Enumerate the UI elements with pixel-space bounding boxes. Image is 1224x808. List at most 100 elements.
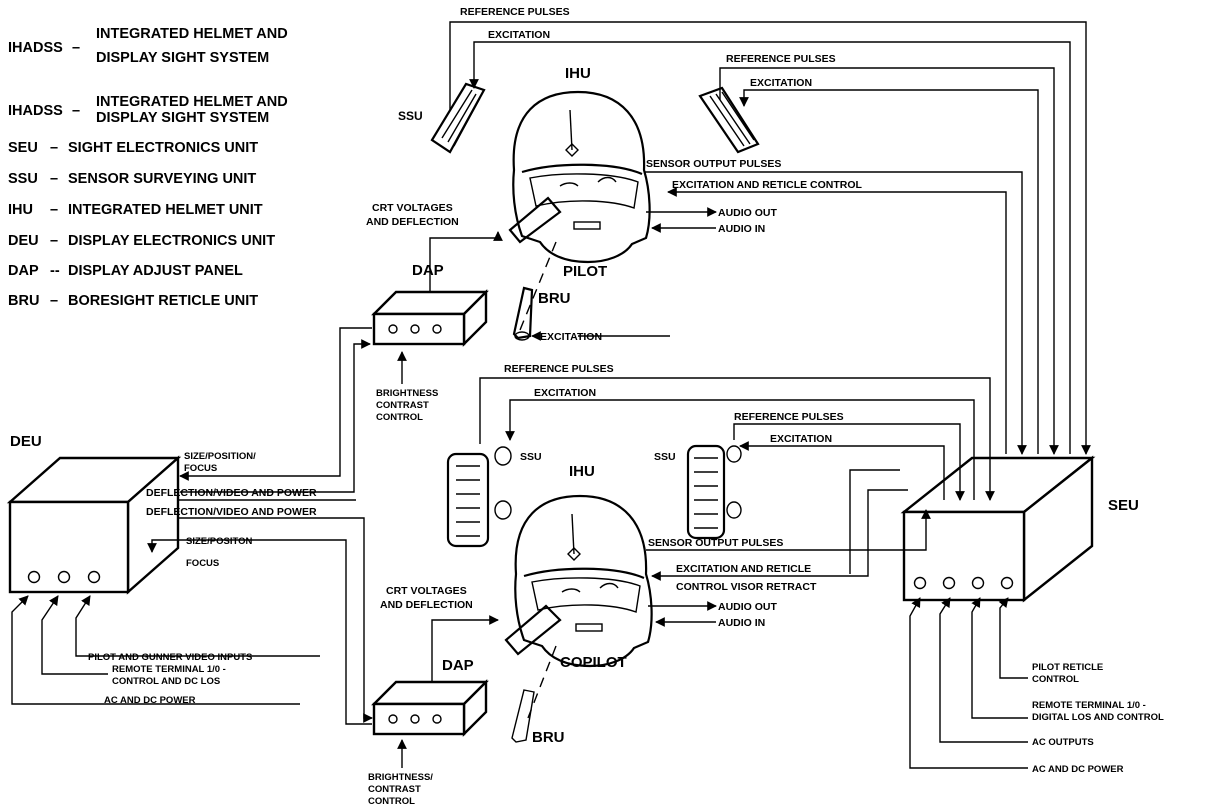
legend-sep: – bbox=[50, 233, 58, 249]
ssu-copilot-right: SSU bbox=[654, 444, 742, 540]
legend-abbr: DEU bbox=[8, 233, 39, 249]
bru-copilot: BRU bbox=[511, 645, 565, 746]
signal-label: REMOTE TERMINAL 1/0 - bbox=[112, 664, 226, 675]
legend-text: DISPLAY SIGHT SYSTEM bbox=[96, 110, 269, 126]
signal-label: CONTROL bbox=[376, 412, 423, 423]
legend-text: INTEGRATED HELMET AND bbox=[96, 94, 288, 110]
pilot-helmet: IHU PILOT bbox=[508, 65, 651, 280]
legend-abbr: DAP bbox=[8, 263, 39, 279]
legend-sep: -- bbox=[50, 263, 60, 279]
copilot-ihu-label: IHU bbox=[569, 463, 595, 480]
pilot-ihu-label: IHU bbox=[565, 65, 591, 82]
signal-label: CONTROL bbox=[1032, 674, 1079, 685]
legend-abbr: SSU bbox=[8, 171, 38, 187]
copilot-signal-lines bbox=[479, 377, 995, 627]
signal-label: SIZE/POSITION/ bbox=[184, 451, 256, 462]
signal-label: AND DEFLECTION bbox=[380, 599, 473, 611]
signal-label: EXCITATION bbox=[750, 77, 812, 89]
signal-label: EXCITATION bbox=[488, 29, 550, 41]
signal-label: REFERENCE PULSES bbox=[504, 363, 614, 375]
copilot-label: COPILOT bbox=[560, 654, 627, 671]
signal-label: CONTRAST bbox=[368, 784, 421, 795]
signal-label: DIGITAL LOS AND CONTROL bbox=[1032, 712, 1164, 723]
legend: IHADSS – INTEGRATED HELMET AND DISPLAY S… bbox=[8, 26, 288, 309]
signal-label: AC OUTPUTS bbox=[1032, 737, 1094, 748]
bru-label: BRU bbox=[538, 290, 571, 307]
ssu-pilot-left: SSU bbox=[398, 82, 486, 154]
signal-label: BRIGHTNESS bbox=[376, 388, 438, 399]
signal-label: AUDIO OUT bbox=[718, 601, 778, 613]
signal-label: SENSOR OUTPUT PULSES bbox=[646, 158, 781, 170]
deu-unit: DEU bbox=[6, 433, 182, 595]
bru-pilot: BRU bbox=[512, 241, 571, 341]
ssu-copilot-left: SSU bbox=[446, 446, 542, 548]
legend-text: DISPLAY ADJUST PANEL bbox=[68, 263, 243, 279]
signal-label: EXCITATION AND RETICLE CONTROL bbox=[672, 179, 863, 191]
ssu-label: SSU bbox=[654, 451, 676, 463]
signal-label: SENSOR OUTPUT PULSES bbox=[648, 537, 783, 549]
copilot-signal-labels: REFERENCE PULSES EXCITATION REFERENCE PU… bbox=[368, 363, 844, 807]
signal-label: AC AND DC POWER bbox=[104, 695, 196, 706]
pilot-signal-labels: REFERENCE PULSES EXCITATION REFERENCE PU… bbox=[366, 6, 863, 423]
signal-label: AUDIO IN bbox=[718, 223, 765, 235]
legend-text: SENSOR SURVEYING UNIT bbox=[68, 171, 256, 187]
legend-sep: – bbox=[72, 40, 80, 56]
signal-label: CONTROL VISOR RETRACT bbox=[676, 581, 817, 593]
legend-text: DISPLAY SIGHT SYSTEM bbox=[96, 50, 269, 66]
dap-label: DAP bbox=[412, 262, 444, 279]
legend-abbr: IHADSS bbox=[8, 103, 63, 119]
deu-signal-labels: SIZE/POSITION/ FOCUS DEFLECTION/VIDEO AN… bbox=[88, 451, 317, 706]
ssu-pilot-right bbox=[698, 86, 760, 154]
legend-text: INTEGRATED HELMET AND bbox=[96, 26, 288, 42]
signal-label: PILOT RETICLE bbox=[1032, 662, 1103, 673]
signal-label: EXCITATION bbox=[770, 433, 832, 445]
pilot-signal-lines bbox=[449, 21, 1091, 455]
legend-sep: – bbox=[50, 140, 58, 156]
signal-label: FOCUS bbox=[184, 463, 217, 474]
legend-abbr: IHU bbox=[8, 202, 33, 218]
legend-text: BORESIGHT RETICLE UNIT bbox=[68, 293, 258, 309]
seu-signal-labels: PILOT RETICLE CONTROL REMOTE TERMINAL 1/… bbox=[1032, 662, 1164, 775]
signal-label: CONTROL AND DC LOS bbox=[112, 676, 220, 687]
dap-lower: DAP bbox=[371, 657, 489, 737]
legend-sep: – bbox=[50, 293, 58, 309]
legend-text: DISPLAY ELECTRONICS UNIT bbox=[68, 233, 275, 249]
signal-label: AUDIO IN bbox=[718, 617, 765, 629]
signal-label: CONTROL bbox=[368, 796, 415, 807]
legend-text: INTEGRATED HELMET UNIT bbox=[68, 202, 263, 218]
legend-text: SIGHT ELECTRONICS UNIT bbox=[68, 140, 258, 156]
signal-label: DEFLECTION/VIDEO AND POWER bbox=[146, 506, 317, 518]
dap-upper: DAP bbox=[371, 262, 489, 347]
legend-abbr: IHADSS bbox=[8, 40, 63, 56]
seu-input-lines bbox=[909, 597, 1028, 769]
legend-abbr: BRU bbox=[8, 293, 39, 309]
seu-unit: SEU bbox=[900, 455, 1139, 603]
deu-dap-lines bbox=[11, 231, 503, 768]
signal-label: REFERENCE PULSES bbox=[460, 6, 570, 18]
pilot-label: PILOT bbox=[563, 263, 607, 280]
signal-label: REMOTE TERMINAL 1/0 - bbox=[1032, 700, 1146, 711]
legend-sep: – bbox=[50, 202, 58, 218]
legend-sep: – bbox=[72, 103, 80, 119]
signal-label: EXCITATION bbox=[534, 387, 596, 399]
copilot-helmet: IHU COPILOT bbox=[504, 463, 653, 671]
signal-label: EXCITATION AND RETICLE bbox=[676, 563, 811, 575]
signal-label: FOCUS bbox=[186, 558, 219, 569]
legend-sep: – bbox=[50, 171, 58, 187]
signal-label: CRT VOLTAGES bbox=[372, 202, 453, 214]
legend-abbr: SEU bbox=[8, 140, 38, 156]
deu-label: DEU bbox=[10, 433, 42, 450]
signal-label: REFERENCE PULSES bbox=[726, 53, 836, 65]
signal-label: REFERENCE PULSES bbox=[734, 411, 844, 423]
signal-label: AUDIO OUT bbox=[718, 207, 778, 219]
ssu-label: SSU bbox=[398, 109, 423, 123]
signal-label: PILOT AND GUNNER VIDEO INPUTS bbox=[88, 652, 252, 663]
seu-label: SEU bbox=[1108, 497, 1139, 514]
signal-label: BRIGHTNESS/ bbox=[368, 772, 433, 783]
signal-label: AC AND DC POWER bbox=[1032, 764, 1124, 775]
bru-label: BRU bbox=[532, 729, 565, 746]
dap-label: DAP bbox=[442, 657, 474, 674]
signal-label: AND DEFLECTION bbox=[366, 216, 459, 228]
